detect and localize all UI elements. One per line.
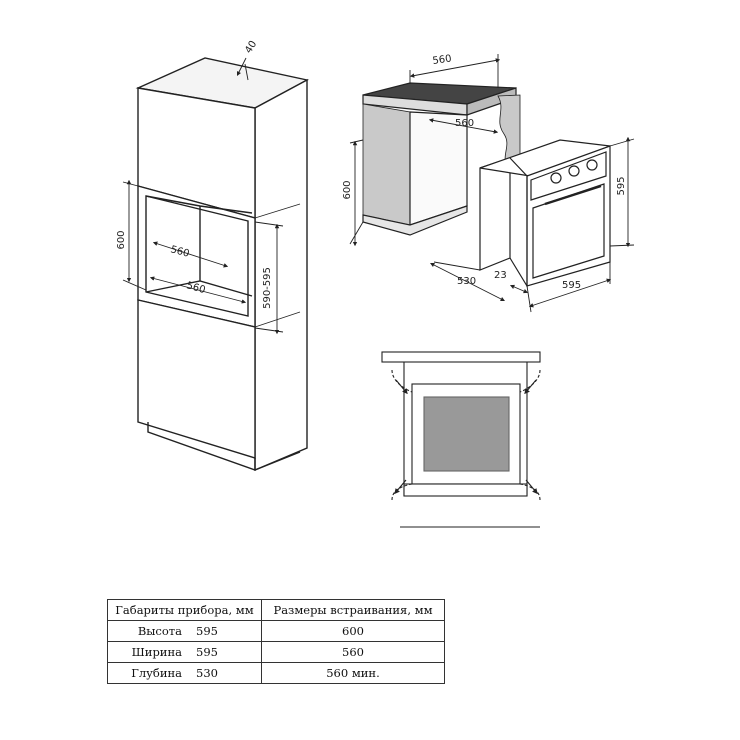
row-install-value: 560 мин. (261, 662, 445, 684)
header-device-dimensions: Габариты прибора, мм (107, 599, 262, 621)
oven-dimensions (349, 54, 635, 313)
dim-oven-width: 595 (562, 280, 581, 291)
table-header-row: Габариты прибора, мм Размеры встраивания… (107, 599, 445, 621)
table-row: Высота 595 600 (107, 620, 445, 642)
row-device-value: 530 (196, 666, 218, 680)
dim-niche-height-top: 600 (342, 180, 353, 199)
knob-icon (568, 165, 580, 177)
row-name: Глубина (131, 666, 182, 680)
oven-drawing (362, 82, 611, 289)
dim-oven-depth: 530 (457, 276, 476, 287)
dim-oven-height: 595 (616, 176, 627, 195)
dim-niche-width-left: 560 (185, 280, 206, 296)
dim-niche-height-left: 600 (116, 230, 127, 249)
dim-top-gap: 40 (243, 39, 259, 56)
dim-niche-depth-top: 560 (455, 118, 474, 129)
cabinet-drawing (135, 57, 310, 472)
dim-niche-width-top: 560 (432, 53, 452, 67)
table-row: Глубина 530 560 мин. (107, 662, 445, 684)
row-name: Ширина (131, 645, 182, 659)
table-row: Ширина 595 560 (107, 641, 445, 663)
row-device-value: 595 (196, 645, 218, 659)
dim-cutout-height: 590-595 (262, 267, 273, 309)
knob-icon (550, 172, 562, 184)
header-install-dimensions: Размеры встраивания, мм (261, 599, 445, 621)
row-device-value: 595 (196, 624, 218, 638)
cabinet-dimensions (122, 57, 284, 335)
row-install-value: 600 (261, 620, 445, 642)
dimensions-table: Габариты прибора, мм Размеры встраивания… (107, 599, 445, 684)
oven-knobs (550, 159, 598, 184)
row-name: Высота (137, 624, 182, 638)
row-install-value: 560 (261, 641, 445, 663)
dim-niche-depth-left: 560 (169, 244, 190, 260)
ventilation-drawing (381, 351, 541, 528)
dim-panel-offset: 23 (494, 270, 507, 281)
knob-icon (586, 159, 598, 171)
